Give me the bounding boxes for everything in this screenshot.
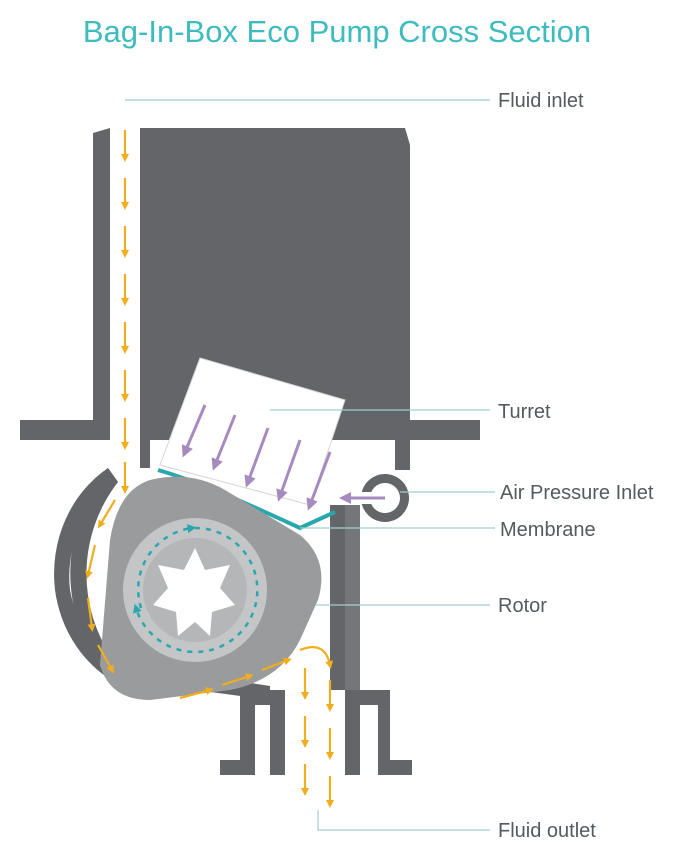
air-pressure-arrows [181,404,385,511]
rotor-bore [153,548,235,636]
rotor [100,476,322,700]
fluid-flow-arrows [85,130,334,808]
label-membrane: Membrane [500,519,596,541]
label-air-pressure-inlet: Air Pressure Inlet [500,482,654,504]
diagram-title: Bag-In-Box Eco Pump Cross Section [83,14,591,49]
label-fluid-outlet: Fluid outlet [498,820,596,842]
rotation-arrow-icon [133,526,259,654]
label-turret: Turret [498,401,551,423]
leader-lines [125,99,495,831]
label-fluid-inlet: Fluid inlet [498,90,584,112]
label-rotor: Rotor [498,595,547,617]
